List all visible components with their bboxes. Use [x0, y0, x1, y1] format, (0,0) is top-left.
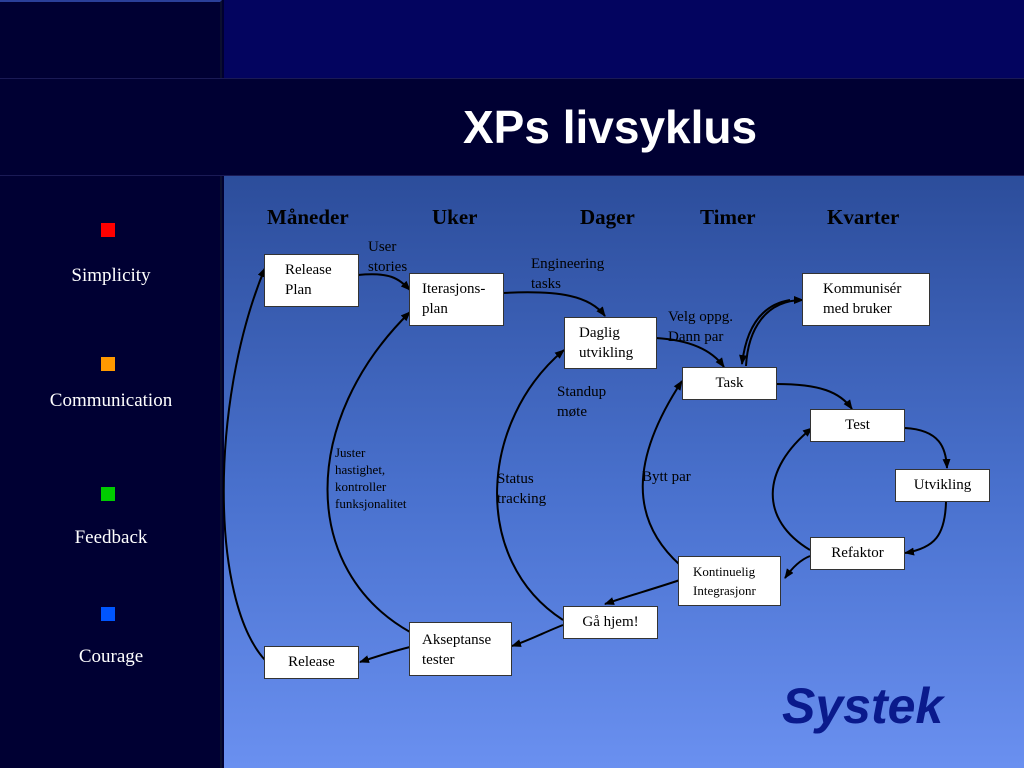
column-weeks: Uker — [432, 205, 478, 229]
value-courage: Courage — [78, 646, 144, 667]
label-engineering-tasks: Engineering tasks — [531, 256, 605, 292]
value-communication: Communication — [49, 390, 173, 411]
slide-title: XPs livsyklus — [463, 101, 758, 153]
arrow-integration-gohome — [604, 579, 681, 605]
box-release-plan: Release Plan — [264, 254, 359, 307]
label-user-stories: User stories — [368, 239, 408, 275]
arrow-gohome-acceptance — [511, 624, 564, 647]
arrow-task-communicate — [745, 296, 804, 367]
box-iteration-plan: Iterasjons- plan — [409, 273, 504, 326]
arrow-refactor-test — [771, 427, 813, 551]
box-development: Utvikling — [895, 469, 990, 502]
column-months: Måneder — [267, 205, 349, 229]
arrow-communicate-task — [739, 299, 791, 365]
arrow-acceptance-iteration — [326, 311, 411, 633]
box-go-home: Gå hjem! — [563, 606, 658, 639]
arrow-daily-task — [655, 337, 725, 368]
label-status-tracking: Status tracking — [497, 471, 547, 507]
arrow-release-releaseplan — [222, 267, 266, 661]
courage-bullet-icon — [101, 607, 115, 621]
label-pick-task: Velg oppg. Dann par — [668, 309, 733, 345]
column-days: Dager — [580, 205, 635, 229]
box-release: Release — [264, 646, 359, 679]
arrow-task-test — [775, 383, 853, 410]
logo-wordmark: Systek — [782, 678, 945, 734]
box-test: Test — [810, 409, 905, 442]
arrow-refactor-integration — [784, 555, 811, 579]
label-switch-pair: Bytt par — [642, 469, 691, 485]
arrow-gohome-daily — [496, 349, 565, 621]
box-task: Task — [682, 367, 777, 400]
box-communicate-with-user: Kommunisér med bruker — [802, 273, 930, 326]
values-sidebar — [0, 176, 222, 768]
header-corner — [0, 0, 222, 78]
box-continuous-integration: Kontinuelig Integrasjonr — [678, 556, 781, 606]
box-refactor: Refaktor — [810, 537, 905, 570]
communication-bullet-icon — [101, 357, 115, 371]
arrow-acceptance-release — [359, 646, 411, 663]
title-bar — [0, 78, 1024, 176]
label-standup: Standup møte — [557, 384, 607, 420]
feedback-bullet-icon — [101, 487, 115, 501]
box-daily-development: Daglig utvikling — [564, 317, 657, 369]
simplicity-bullet-icon — [101, 223, 115, 237]
header-band — [224, 0, 1024, 78]
arrow-releaseplan-iteration — [357, 273, 411, 291]
box-acceptance-tests: Akseptanse tester — [409, 622, 512, 676]
arrow-development-refactor — [904, 501, 947, 556]
arrow-integration-task — [641, 380, 683, 566]
value-simplicity: Simplicity — [71, 265, 151, 286]
column-quarters: Kvarter — [827, 205, 900, 229]
systek-logo: Systek — [782, 678, 945, 734]
value-feedback: Feedback — [74, 527, 148, 548]
arrow-test-development — [904, 427, 951, 469]
label-adjust-velocity: Juster hastighet, kontroller funksjonali… — [335, 445, 407, 511]
arrow-iteration-daily — [502, 291, 606, 317]
column-hours: Timer — [700, 205, 756, 229]
